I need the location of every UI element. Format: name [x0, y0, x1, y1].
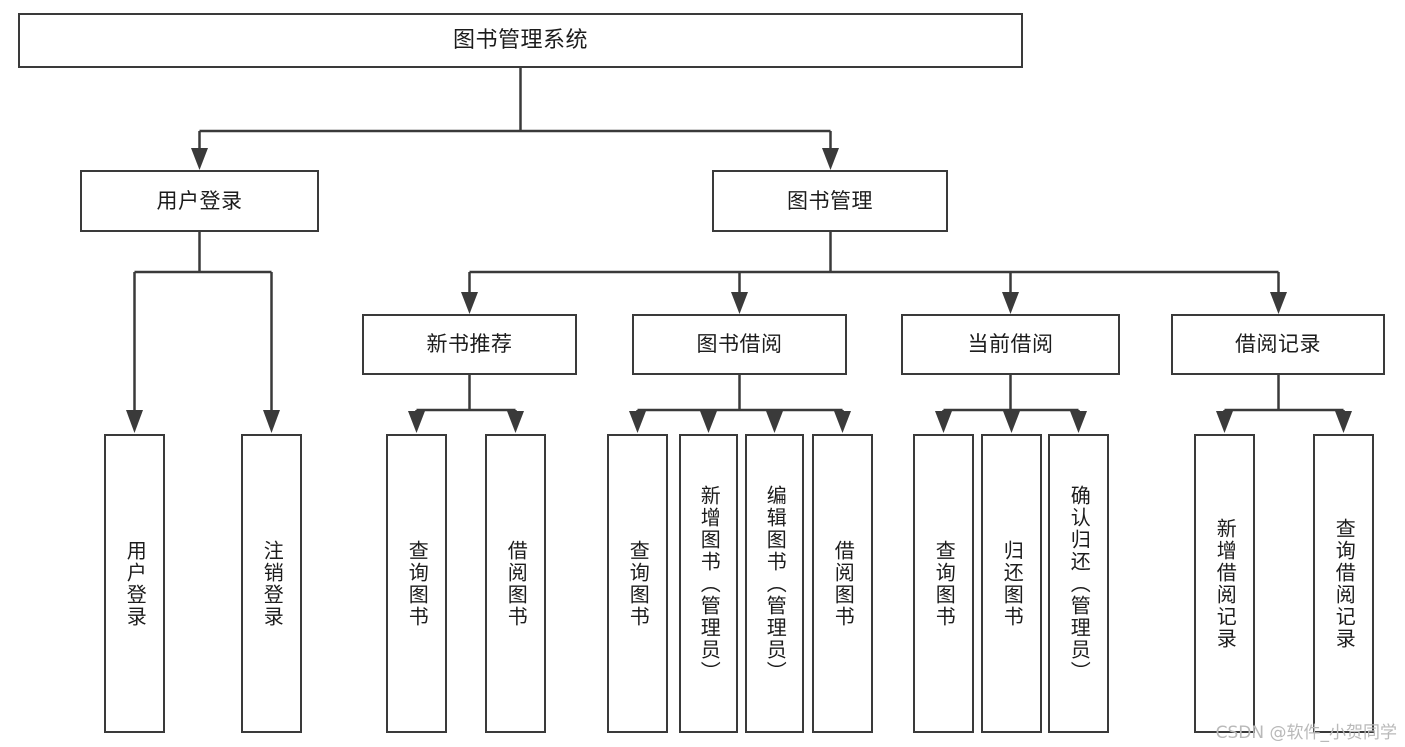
node-label: 图书管理	[787, 188, 873, 213]
leaf-borrow-record-query[interactable]: 查询借阅记录	[1313, 434, 1374, 733]
node-label: 借阅记录	[1235, 332, 1321, 357]
leaf-current-borrow-confirm-return[interactable]: 确认归还（管理员）	[1048, 434, 1109, 733]
node-borrow-record[interactable]: 借阅记录	[1171, 314, 1385, 375]
leaf-new-book-query[interactable]: 查询图书	[386, 434, 447, 733]
node-label: 确认归还（管理员）	[1067, 484, 1092, 683]
node-label: 注销登录	[260, 539, 285, 628]
leaf-user-login-login[interactable]: 用户登录	[104, 434, 165, 733]
node-root-book-management-system[interactable]: 图书管理系统	[18, 13, 1023, 68]
node-label: 查询图书	[626, 539, 651, 628]
node-label: 借阅图书	[831, 539, 856, 628]
node-label: 借阅图书	[504, 539, 529, 628]
node-label: 图书借阅	[696, 332, 783, 357]
leaf-book-borrow-edit[interactable]: 编辑图书（管理员）	[745, 434, 804, 733]
leaf-borrow-record-add[interactable]: 新增借阅记录	[1194, 434, 1255, 733]
node-current-borrow[interactable]: 当前借阅	[901, 314, 1120, 375]
node-label: 查询图书	[932, 539, 957, 628]
leaf-user-login-logout[interactable]: 注销登录	[241, 434, 302, 733]
leaf-book-borrow-add[interactable]: 新增图书（管理员）	[679, 434, 738, 733]
node-book-borrow[interactable]: 图书借阅	[632, 314, 847, 375]
csdn-watermark: CSDN @软件_小贺同学	[1215, 723, 1397, 743]
node-label: 新增图书（管理员）	[697, 484, 722, 683]
node-label: 编辑图书（管理员）	[763, 484, 788, 683]
node-label: 新书推荐	[426, 332, 513, 357]
node-book-management[interactable]: 图书管理	[712, 170, 948, 232]
node-label: 用户登录	[123, 539, 148, 628]
node-label: 归还图书	[1000, 539, 1025, 628]
node-label: 查询图书	[405, 539, 430, 628]
node-new-book-recommend[interactable]: 新书推荐	[362, 314, 577, 375]
leaf-current-borrow-return[interactable]: 归还图书	[981, 434, 1042, 733]
node-label: 查询借阅记录	[1332, 517, 1357, 650]
node-user-login[interactable]: 用户登录	[80, 170, 319, 232]
node-label: 新增借阅记录	[1213, 517, 1238, 650]
leaf-current-borrow-query[interactable]: 查询图书	[913, 434, 974, 733]
leaf-book-borrow-query[interactable]: 查询图书	[607, 434, 668, 733]
node-label: 当前借阅	[967, 332, 1054, 357]
leaf-book-borrow-borrow[interactable]: 借阅图书	[812, 434, 873, 733]
node-label: 图书管理系统	[452, 27, 588, 53]
leaf-new-book-borrow[interactable]: 借阅图书	[485, 434, 546, 733]
node-label: 用户登录	[156, 188, 243, 213]
